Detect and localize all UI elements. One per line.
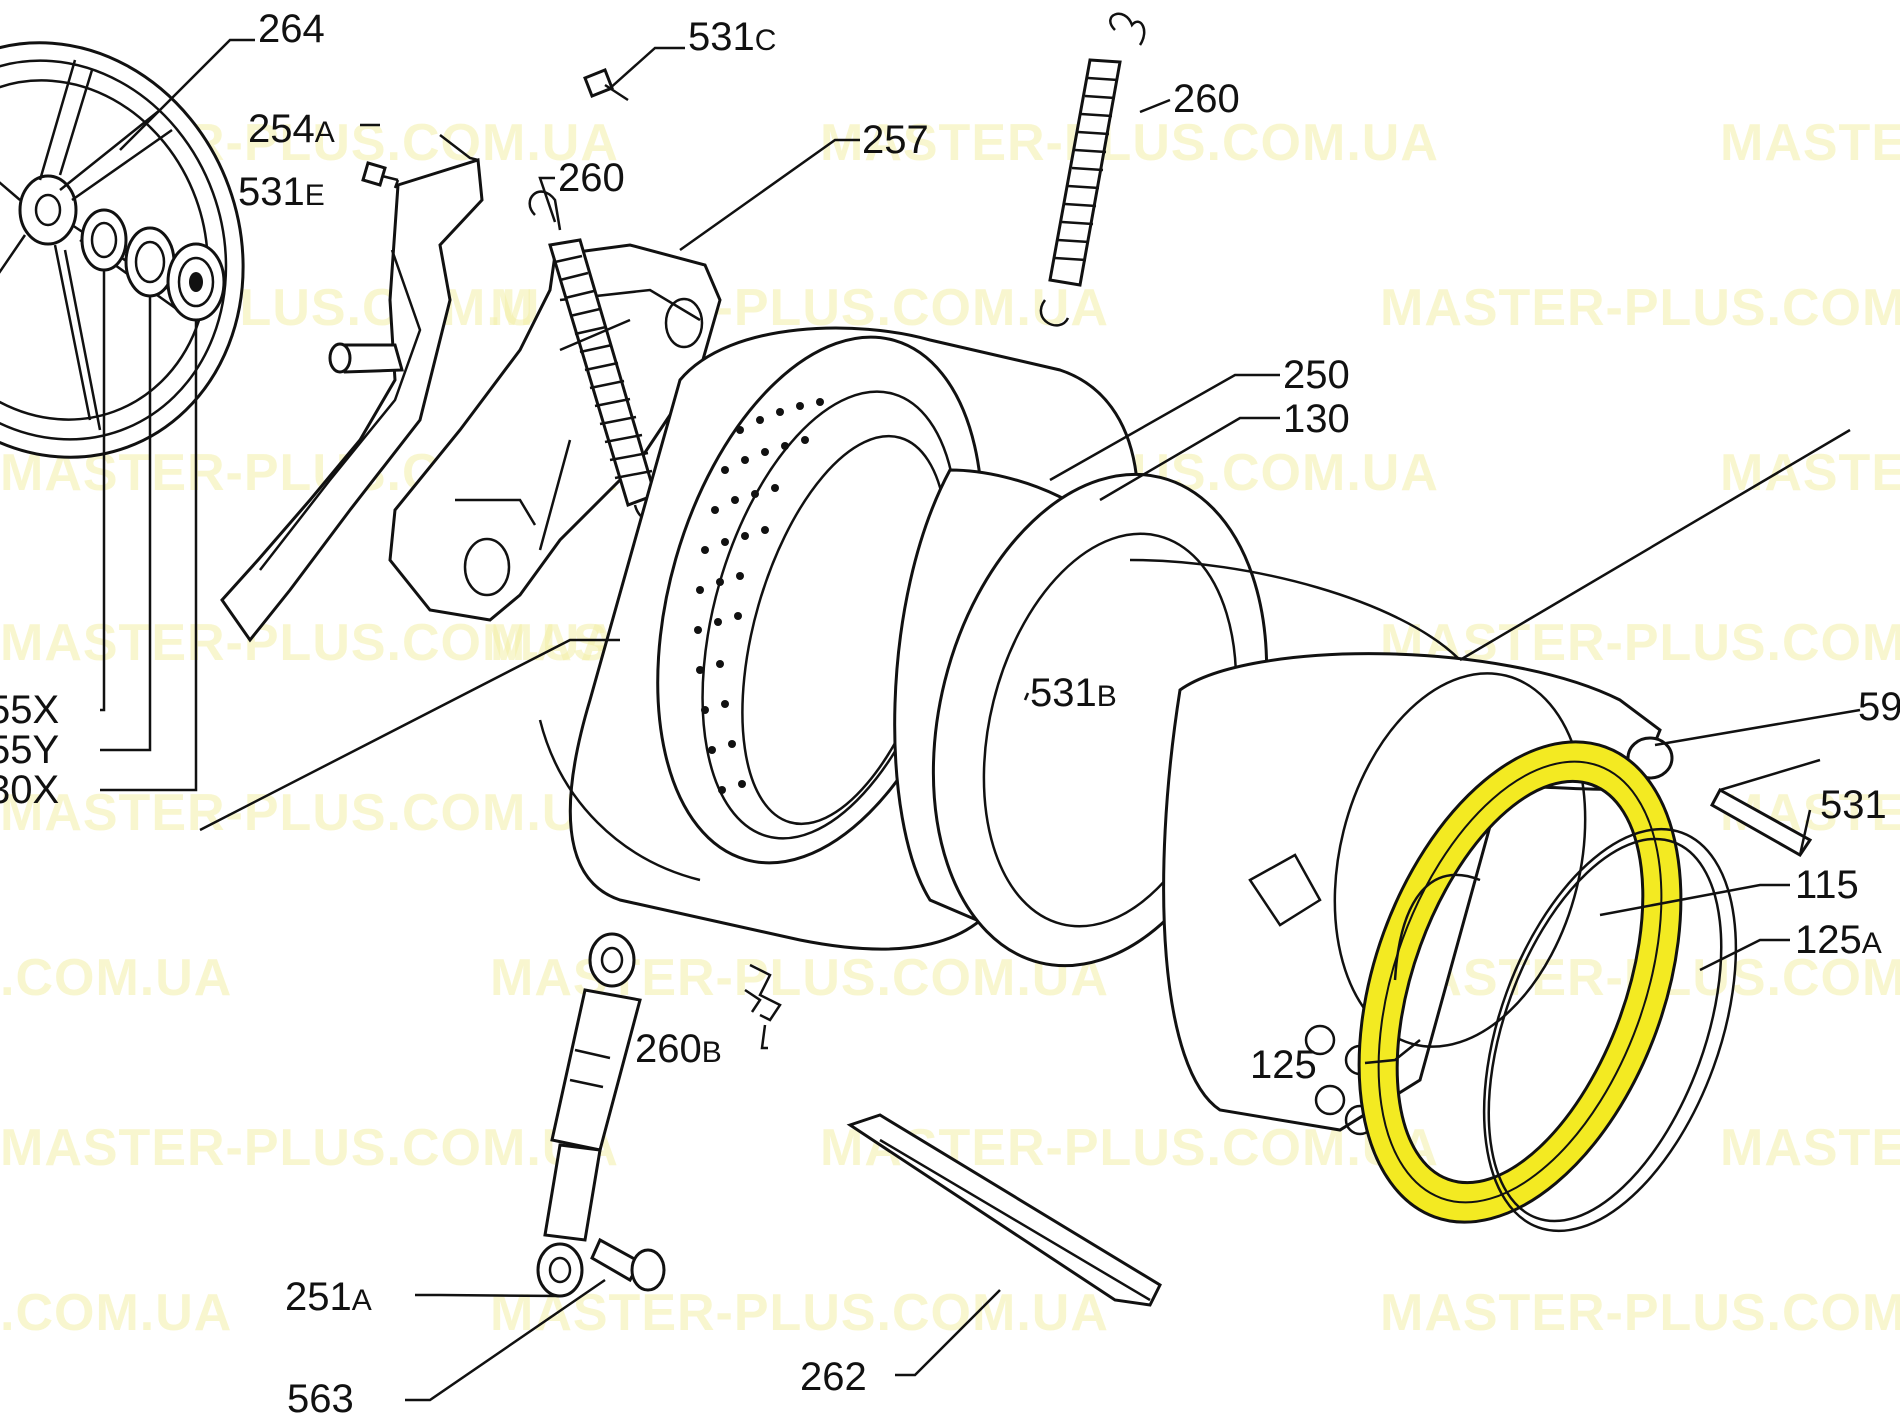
watermark-text: MASTER-PLUS.COM.UA bbox=[1720, 114, 1900, 172]
counterweight-icon bbox=[388, 243, 722, 622]
label-55x: 55X bbox=[0, 688, 59, 732]
label-115: 115 bbox=[1795, 863, 1859, 907]
label-257: 257 bbox=[862, 118, 929, 162]
label-250: 250 bbox=[1283, 353, 1350, 397]
watermark-text: MASTER-PLUS.COM.UA bbox=[0, 784, 619, 842]
watermark-text: .COM.UA bbox=[0, 949, 232, 1007]
watermark-text: MASTER-PLUS.COM.UA bbox=[820, 114, 1439, 172]
label-125a: 125A bbox=[1795, 918, 1882, 962]
shock-absorber-icon bbox=[536, 932, 642, 1298]
label-59: 59 bbox=[1858, 685, 1900, 729]
rail-262 bbox=[846, 1113, 1162, 1307]
clamp-ring-icon bbox=[1482, 827, 1738, 1233]
bracket-254a bbox=[220, 158, 484, 643]
label-125: 125 bbox=[1250, 1043, 1317, 1087]
label-30x: 30X bbox=[0, 768, 59, 812]
label-254a: 254A bbox=[248, 107, 335, 151]
label-531c: 531C bbox=[688, 15, 776, 59]
clamp-ring-icon bbox=[1393, 873, 1481, 981]
door-seal-gasket-icon bbox=[1357, 740, 1683, 1224]
label-260-mid: 260 bbox=[558, 156, 625, 200]
label-260-top: 260 bbox=[1173, 77, 1240, 121]
label-251a: 251A bbox=[285, 1275, 372, 1319]
screw-icon bbox=[361, 161, 399, 187]
screw-icon bbox=[590, 1237, 666, 1292]
watermark-text: MASTER-PLUS.COM.UA bbox=[490, 1284, 1109, 1342]
spring-icon bbox=[1039, 12, 1146, 327]
label-531b: 531B bbox=[1030, 671, 1117, 715]
watermark-text: MASTER-PLUS.COM.UA bbox=[0, 1119, 619, 1177]
label-130: 130 bbox=[1283, 397, 1350, 441]
clip-260b bbox=[744, 963, 782, 1022]
label-531e: 531E bbox=[238, 170, 325, 214]
label-264: 264 bbox=[258, 7, 325, 51]
leader-lines bbox=[100, 38, 1861, 1402]
watermark-text: MASTER-PLUS.COM.UA bbox=[1720, 1119, 1900, 1177]
watermark-text: .COM.UA bbox=[0, 1284, 232, 1342]
label-55y: 55Y bbox=[0, 728, 59, 772]
bearing-icon bbox=[80, 208, 226, 322]
label-531-right: 531 bbox=[1820, 783, 1887, 827]
part-labels: 264 531C 260 254A 257 531E 260 250 130 5… bbox=[0, 7, 1900, 1421]
screw-icon bbox=[583, 68, 629, 102]
label-260b: 260B bbox=[635, 1027, 722, 1071]
watermark-text: MASTER-PLUS.COM.UA bbox=[1380, 1284, 1900, 1342]
label-262: 262 bbox=[800, 1355, 867, 1399]
label-563: 563 bbox=[287, 1377, 354, 1421]
watermark-text: MASTER-PLUS.COM.UA bbox=[1380, 279, 1900, 337]
